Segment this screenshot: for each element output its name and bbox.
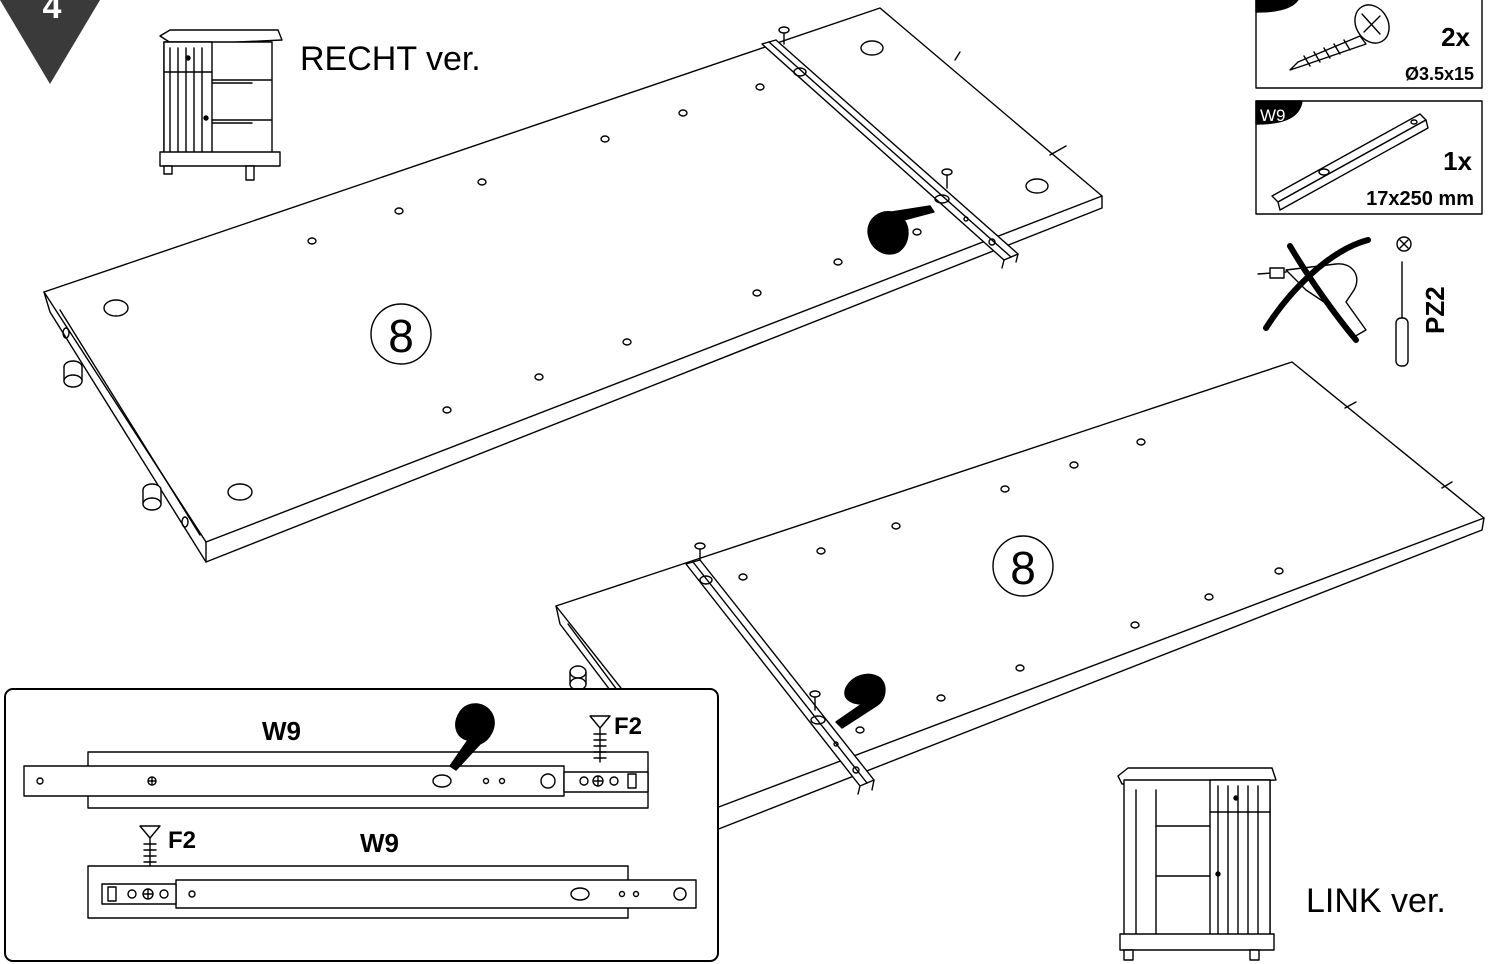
rail-detail-callout: W9 F2 F2 W9 [4,688,719,962]
part-w9-qty: 1x [1443,146,1472,176]
part-f2-box: 2x Ø3.5x15 [1255,0,1483,89]
right-version-label: RECHT ver. [300,40,481,78]
detail-bottom-screw-label: F2 [168,827,196,854]
screw-icon [1289,4,1390,71]
pointing-hand-icon [835,673,886,729]
step-badge: 4 [0,0,100,84]
part-w9-box: W9 1x 17x250 mm [1255,100,1483,215]
part-f2-size: Ø3.5x15 [1405,64,1474,84]
detail-top-screw-label: F2 [614,713,642,740]
cabinet-left-version-icon [1117,767,1277,961]
screwdriver-icon [1395,236,1412,367]
pointing-hand-icon [867,205,935,255]
detail-bottom-rail-label: W9 [360,828,399,858]
pointing-hand-icon [449,703,495,771]
part-w9-tag: W9 [1260,106,1286,125]
panel-8-lower: 8 [555,361,1485,831]
panel-number-lower: 8 [1010,542,1036,594]
panel-number-upper: 8 [388,310,414,362]
detail-top-rail-label: W9 [262,716,301,746]
crossed-drill-icon [1257,237,1371,343]
screwdriver-label: PZ2 [1420,286,1450,334]
part-w9-size: 17x250 mm [1366,188,1474,210]
left-version-label: LINK ver. [1306,882,1446,920]
cabinet-right-version-icon [159,29,283,181]
step-number: 4 [43,0,62,26]
part-f2-qty: 2x [1441,22,1470,52]
drawer-rail-icon [1271,113,1429,211]
panel-8-upper: 8 [43,7,1103,563]
